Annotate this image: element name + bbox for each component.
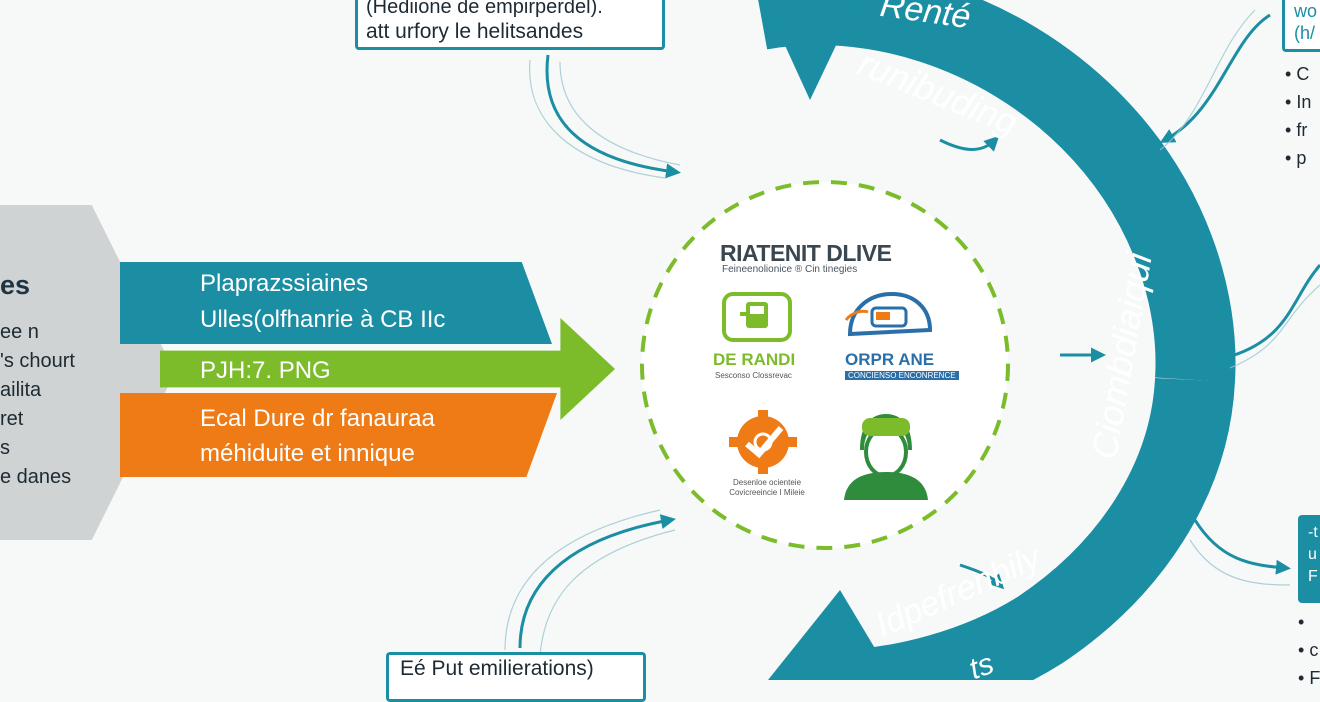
right-top-bullets: • C • In • fr • p bbox=[1285, 60, 1311, 172]
right-top-box-line2: (h/ bbox=[1294, 23, 1316, 43]
bullet-item: • p bbox=[1285, 148, 1307, 168]
center-subtitle: Feineenolionice ® Cin tinegies bbox=[722, 264, 858, 275]
left-panel-item: ee n bbox=[0, 321, 39, 343]
top-callout-line1: (Hediione de empirperdel). bbox=[366, 0, 603, 18]
green-band-label: PJH:7. PNG bbox=[200, 357, 331, 384]
connector-bottom-box bbox=[518, 514, 676, 649]
bullet-item: • bbox=[1298, 612, 1305, 632]
bullet-item: • fr bbox=[1285, 120, 1308, 140]
arc-upper-head bbox=[764, 0, 858, 100]
bullet-item: • C bbox=[1285, 64, 1310, 84]
left-panel-title: es bbox=[0, 270, 31, 300]
logo2-sub: CONCIENSO ENCONRENCE bbox=[845, 371, 959, 380]
left-panel-list: ee n 's chourt ailita ret s e danes bbox=[0, 318, 75, 492]
right-mid-box-line2: u bbox=[1308, 546, 1317, 563]
logo1-sub: Sesconso Clossrevac bbox=[715, 371, 792, 380]
connector-arc-inner-low bbox=[959, 563, 1005, 590]
top-callout-box bbox=[355, 0, 665, 50]
person-icon bbox=[844, 414, 928, 500]
connector-layer bbox=[504, 0, 1320, 680]
right-mid-box-text: -t u F bbox=[1308, 522, 1318, 588]
connector-top-box bbox=[545, 54, 681, 179]
right-top-box bbox=[1282, 0, 1320, 52]
tablet-icon bbox=[722, 292, 792, 342]
connector-arc-inner-top bbox=[939, 135, 1000, 152]
teal-band bbox=[120, 262, 552, 344]
logo2-label: ORPR ANE bbox=[845, 350, 935, 369]
right-mid-box bbox=[1298, 515, 1320, 603]
bullet-item: • c bbox=[1298, 640, 1319, 660]
bullet-item: • In bbox=[1285, 92, 1312, 112]
right-mid-box-line1: -t bbox=[1308, 524, 1318, 541]
logo3-sub: Desenloe ocienteie Covicreeincie I Milei… bbox=[729, 478, 805, 497]
center-title: RIATENIT DLIVE bbox=[720, 240, 892, 266]
connector-right-mid bbox=[1219, 264, 1320, 363]
logo1-label: DE RANDI bbox=[713, 350, 796, 369]
right-top-box-text: wo (h/ bbox=[1294, 0, 1317, 44]
connector-top-right bbox=[1159, 13, 1271, 143]
left-panel-item: ailita bbox=[0, 379, 42, 401]
left-panel-item: 's chourt bbox=[0, 350, 75, 372]
left-panel-item: e danes bbox=[0, 466, 72, 488]
top-callout-line2: att urfory le helitsandes bbox=[366, 20, 584, 43]
right-top-box-line1: wo bbox=[1294, 1, 1318, 21]
left-panel-item: s bbox=[0, 437, 10, 459]
right-bottom-bullets: • • c • F bbox=[1298, 608, 1320, 692]
teal-band-line2: Ulles(olfhanrie à CB IIc bbox=[200, 306, 446, 333]
arc-lower-head bbox=[768, 590, 894, 680]
orange-band-line2: méhiduite et innique bbox=[200, 440, 415, 467]
bottom-callout-text: Eé Put emilierations) bbox=[400, 657, 594, 680]
bullet-item: • F bbox=[1298, 668, 1320, 688]
arc-upper bbox=[758, 0, 1236, 383]
arc-lower bbox=[829, 377, 1235, 680]
gear-check-icon bbox=[729, 410, 797, 474]
connector-right-low bbox=[1193, 519, 1291, 575]
right-mid-box-line3: F bbox=[1308, 568, 1318, 585]
left-panel-item: ret bbox=[0, 408, 24, 430]
center-dashed-circle bbox=[640, 180, 1010, 550]
helmet-icon bbox=[844, 291, 933, 337]
orange-band bbox=[120, 393, 557, 477]
teal-band-line1: Plaprazssiaines bbox=[200, 270, 369, 297]
orange-band-line1: Ecal Dure dr fanauraa bbox=[200, 405, 435, 432]
